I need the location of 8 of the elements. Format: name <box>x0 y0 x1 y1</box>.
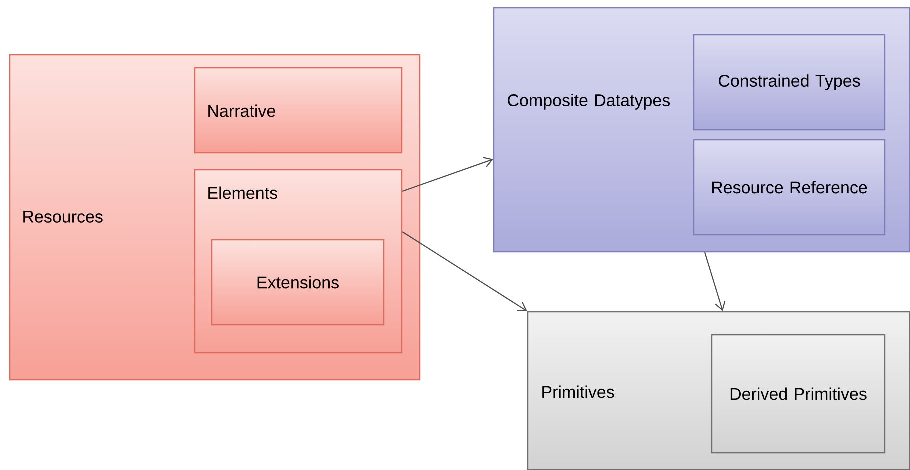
box: Narrative <box>194 67 403 154</box>
box: Constrained Types <box>693 34 886 131</box>
arrow <box>704 252 726 312</box>
arrow <box>402 232 528 312</box>
box: Derived Primitives <box>711 334 886 454</box>
box: Extensions <box>211 239 385 326</box>
arrow <box>402 157 494 192</box>
box: Resource Reference <box>693 139 886 236</box>
